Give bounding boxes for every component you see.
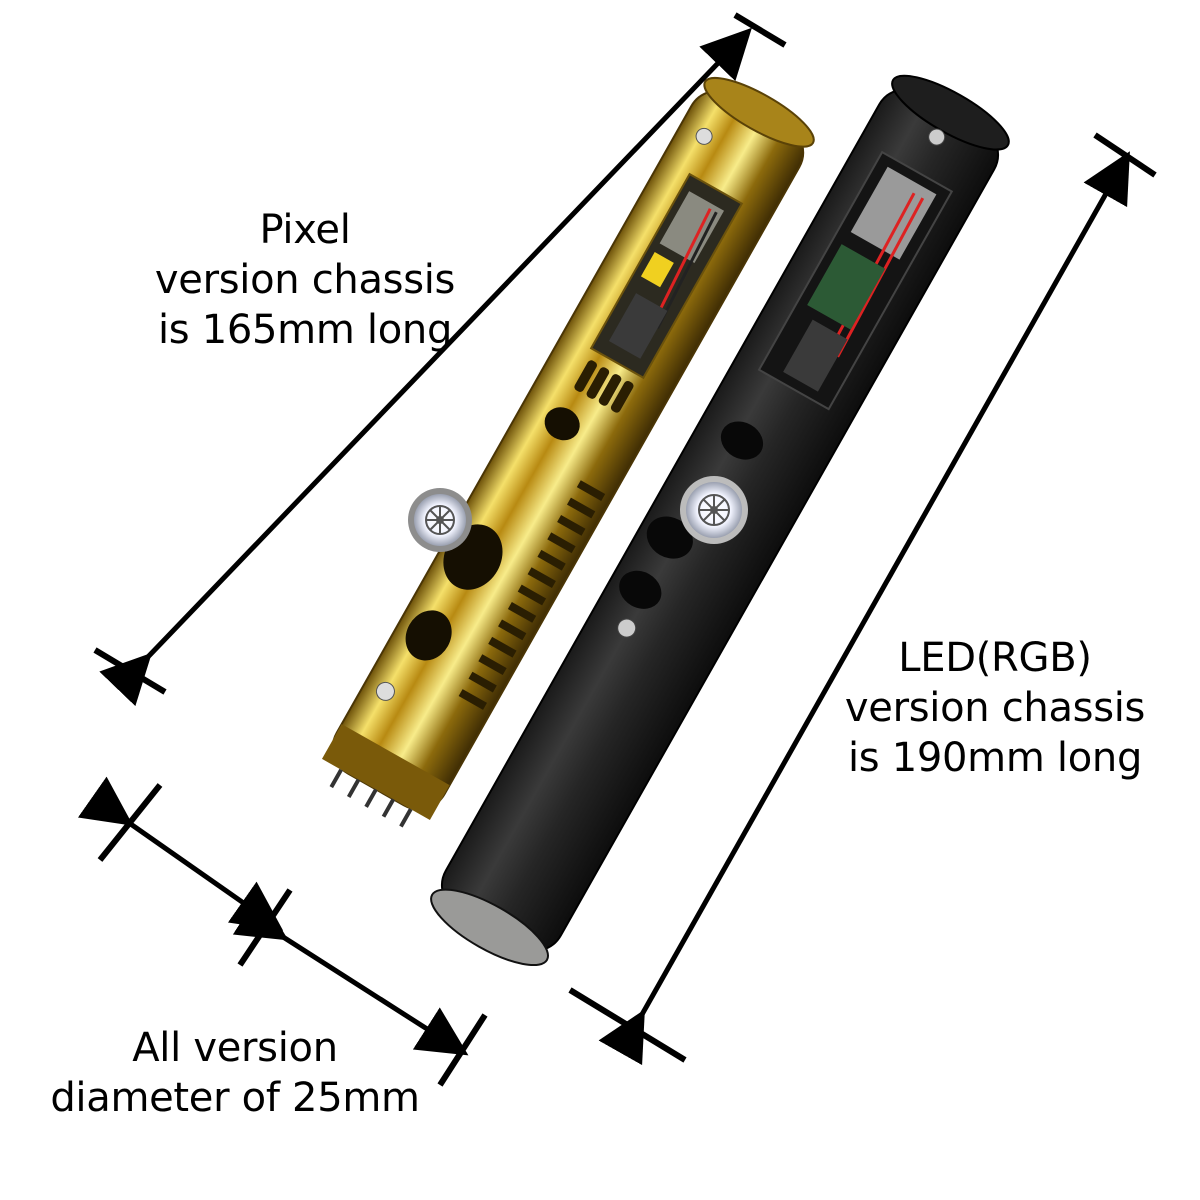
pixel-chassis-line-3: is 165mm long: [157, 307, 453, 353]
pixel-chassis-line-2: version chassis: [154, 257, 456, 303]
diameter-arrow: [77, 776, 488, 1087]
pixel-chassis-line-1: Pixel: [259, 207, 351, 253]
galactic-republic-emblem-icon: [408, 488, 472, 552]
led-chassis-line-3: is 190mm long: [847, 735, 1143, 781]
pixel-chassis-label: Pixel version chassis is 165mm long: [150, 205, 460, 355]
pixel-length-arrow: [93, 12, 787, 707]
galactic-republic-emblem-icon: [680, 476, 748, 544]
led-chassis-line-1: LED(RGB): [898, 635, 1092, 681]
diameter-label: All version diameter of 25mm: [50, 1023, 420, 1123]
led-chassis-label: LED(RGB) version chassis is 190mm long: [840, 633, 1150, 783]
led-length-arrow: [568, 132, 1157, 1066]
diameter-line-1: All version: [132, 1025, 338, 1071]
diameter-line-2: diameter of 25mm: [50, 1075, 420, 1121]
led-chassis-line-2: version chassis: [844, 685, 1146, 731]
